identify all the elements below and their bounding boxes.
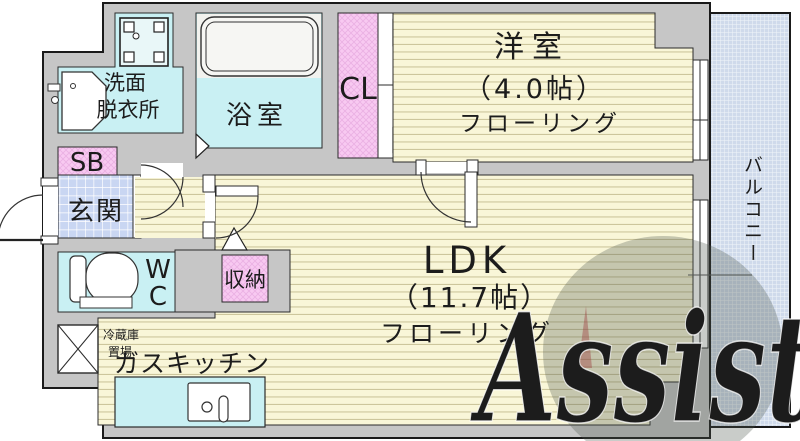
storage-door-arrow-icon bbox=[220, 226, 249, 251]
label-wc-1: W bbox=[145, 255, 171, 285]
bathroom-door-arrow-icon bbox=[195, 132, 210, 160]
label-storage: 収納 bbox=[224, 268, 266, 292]
door-leaf bbox=[464, 171, 478, 228]
label-ldk-size: （11.7帖） bbox=[390, 281, 550, 314]
label-balcony: バルコニー bbox=[741, 155, 763, 265]
bathtub-icon bbox=[200, 16, 319, 77]
label-fridge-1: 冷蔵庫 bbox=[103, 328, 139, 342]
label-fridge-2: 置場 bbox=[108, 345, 132, 359]
door-arc bbox=[140, 164, 184, 208]
room-entrance bbox=[57, 174, 134, 239]
storage-closet bbox=[221, 254, 269, 303]
label-western-name: 洋室 bbox=[494, 30, 570, 65]
balcony-area bbox=[707, 12, 791, 428]
label-shoebox: SB bbox=[70, 148, 104, 178]
door-leaf bbox=[215, 185, 259, 197]
label-kitchen: ガスキッチン bbox=[114, 349, 270, 378]
room-closet bbox=[337, 12, 379, 159]
label-washroom-1: 洗面 bbox=[104, 71, 146, 95]
label-washroom-2: 脱衣所 bbox=[97, 98, 160, 122]
label-western-floor: フローリング bbox=[459, 111, 621, 137]
label-bathroom: 浴室 bbox=[226, 101, 288, 131]
label-ldk-floor: フローリング bbox=[380, 319, 554, 348]
shoebox-area bbox=[57, 146, 118, 176]
door-arc bbox=[0, 194, 44, 230]
ldk-window bbox=[688, 199, 752, 349]
sink-icon bbox=[47, 71, 107, 131]
washing-machine-icon bbox=[119, 17, 169, 67]
label-closet: CL bbox=[339, 72, 377, 107]
front-door bbox=[0, 177, 59, 245]
western-room-door bbox=[415, 159, 479, 228]
western-room-window bbox=[692, 59, 709, 161]
kitchen-sink-icon bbox=[187, 382, 251, 423]
fridge-space-icon bbox=[57, 324, 99, 374]
room-western bbox=[392, 12, 694, 163]
label-western-size: （4.0帖） bbox=[464, 74, 606, 105]
door-arc bbox=[215, 195, 259, 239]
label-ldk-name: LDK bbox=[423, 239, 511, 282]
door-arc bbox=[420, 171, 472, 223]
label-entrance: 玄関 bbox=[68, 197, 124, 227]
watermark-circle-icon bbox=[543, 236, 783, 441]
watermark-red-accent bbox=[578, 306, 592, 368]
door-arc bbox=[140, 176, 184, 220]
toilet-icon bbox=[69, 252, 139, 309]
watermark-text: Assist bbox=[470, 281, 800, 441]
label-wc-2: C bbox=[149, 282, 167, 312]
assist-watermark: Assist bbox=[469, 236, 800, 441]
ldk-door bbox=[202, 174, 259, 239]
